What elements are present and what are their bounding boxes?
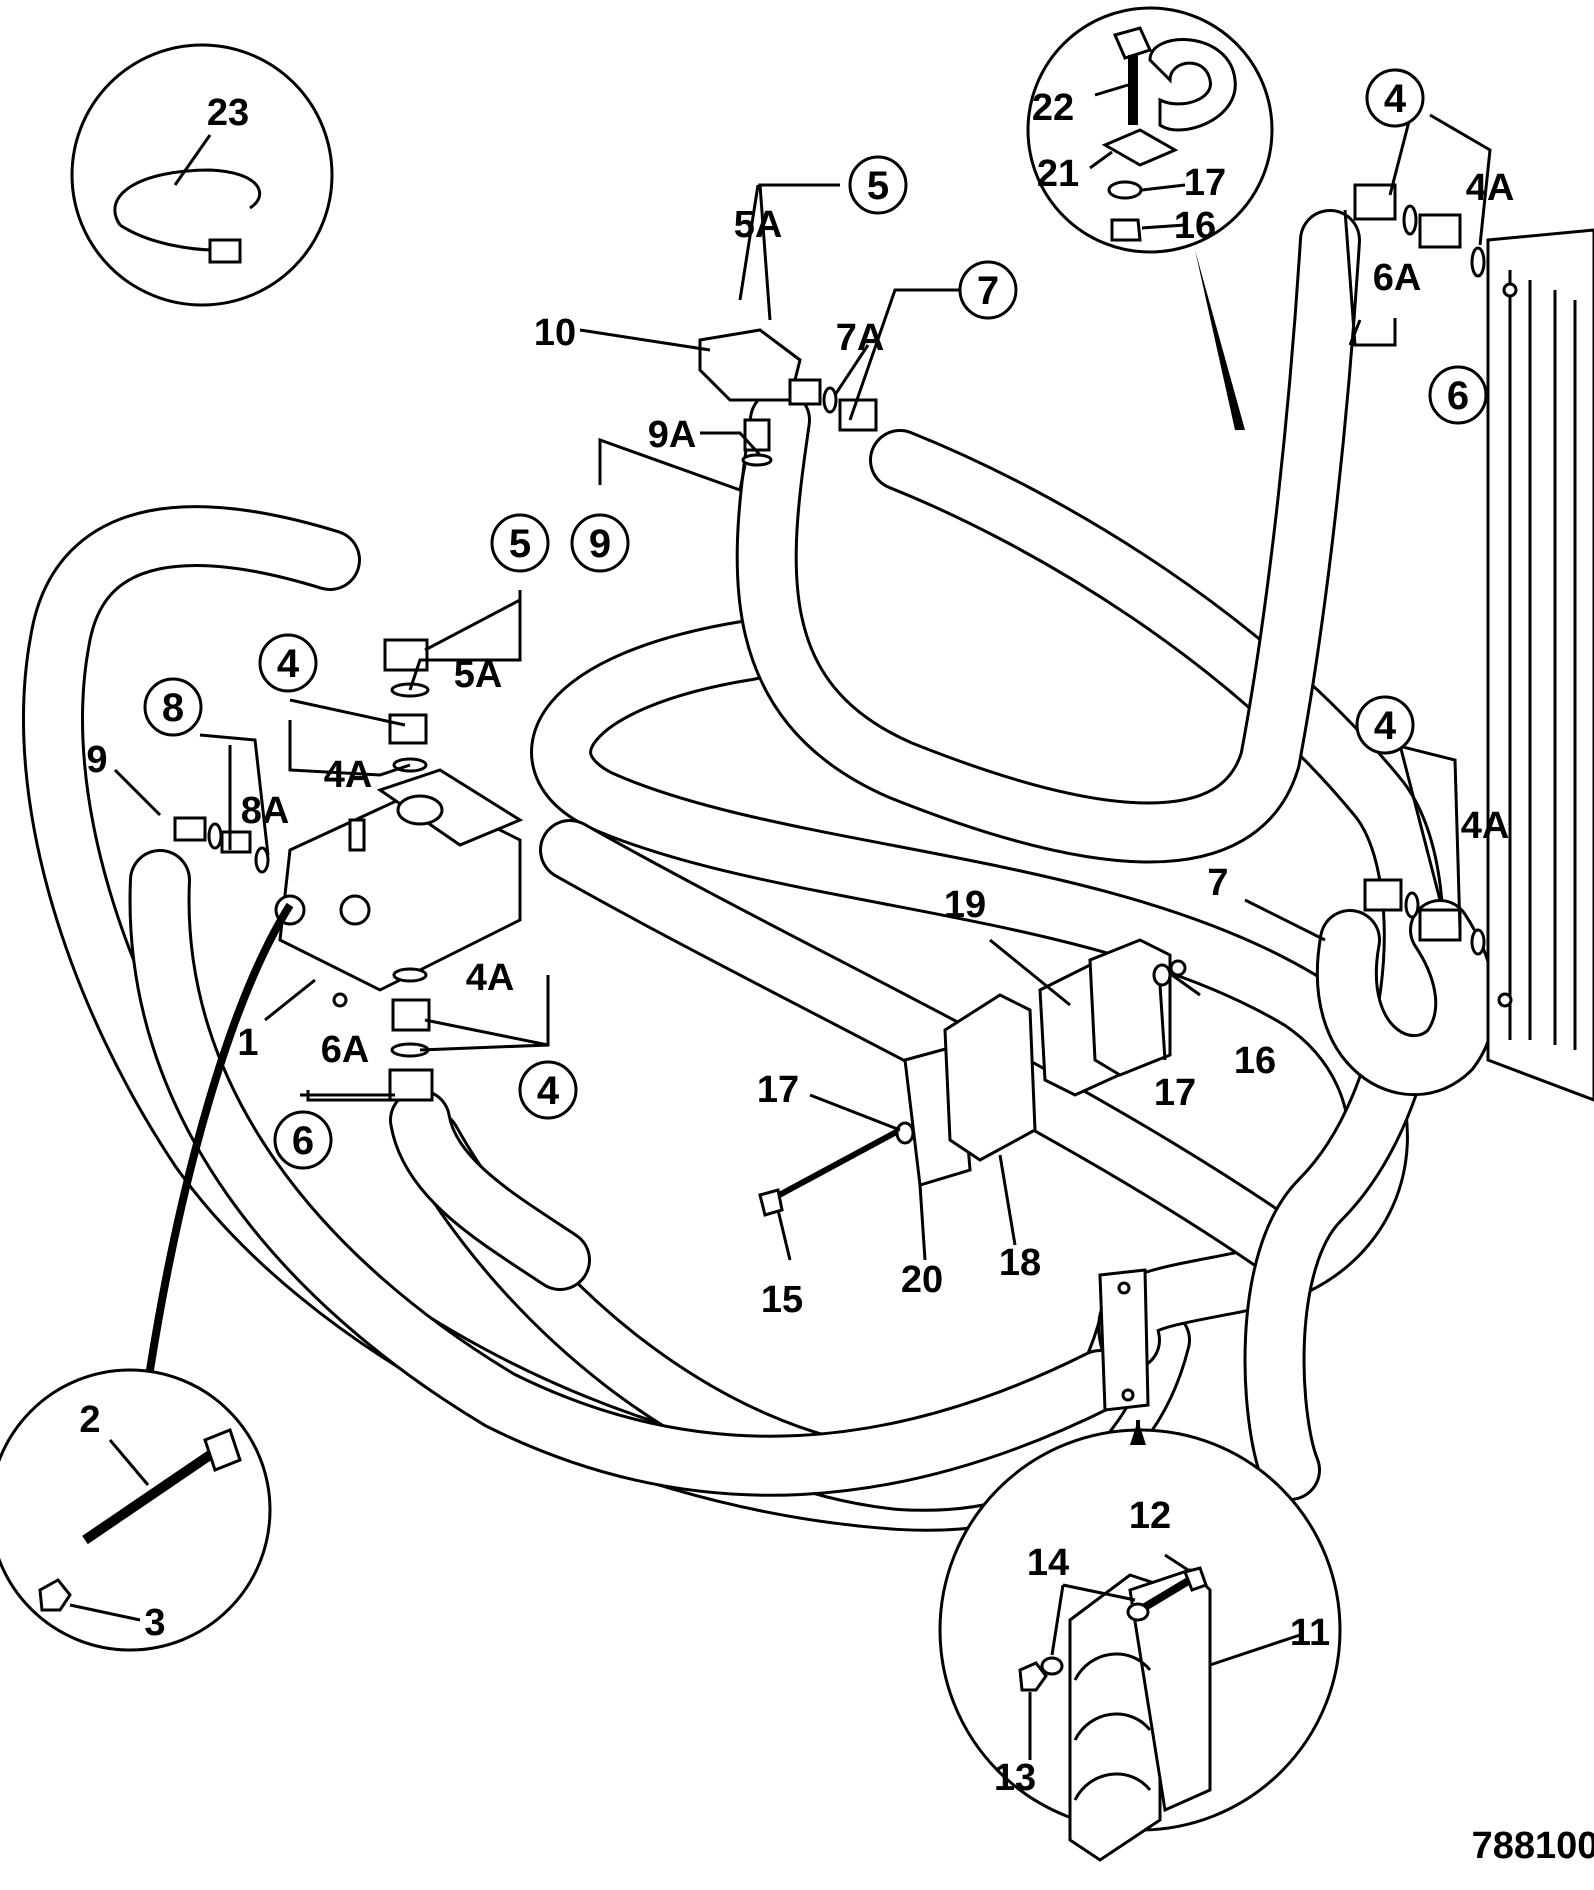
label-16-clamp: 16: [1234, 1040, 1276, 1082]
hose-left-return: [128, 849, 1131, 1497]
label-22: 22: [1032, 87, 1074, 129]
label-2: 2: [79, 1399, 100, 1441]
label-4a-mid-right: 4A: [1461, 805, 1510, 847]
label-5-pump: 5: [509, 522, 531, 566]
label-10: 10: [534, 312, 576, 354]
top-right-fittings: [1353, 183, 1486, 278]
hose-vertical-right: [735, 209, 1361, 864]
detail-circle-11-14: [938, 1428, 1342, 1862]
label-6a-pump: 6A: [321, 1029, 370, 1071]
label-23: 23: [207, 92, 249, 134]
label-15: 15: [761, 1279, 803, 1321]
label-17-clamp-right: 17: [1154, 1072, 1196, 1114]
hydraulic-pump: [274, 768, 524, 1008]
pump-upper-fittings: [383, 638, 430, 773]
label-16-detail: 16: [1174, 205, 1216, 247]
label-19: 19: [944, 884, 986, 926]
label-6-top-right: 6: [1447, 374, 1469, 418]
label-4a-pump-lower: 4A: [466, 957, 515, 999]
hose-pump-outlet: [389, 1089, 591, 1291]
label-8a: 8A: [241, 790, 290, 832]
label-17-clamp-left: 17: [757, 1069, 799, 1111]
radiator: [1486, 228, 1594, 1102]
label-4-pump-upper: 4: [277, 642, 300, 686]
label-21: 21: [1037, 153, 1079, 195]
clamp-assembly: [758, 938, 1187, 1217]
label-7a-top: 7A: [836, 317, 885, 359]
label-4-top-right: 4: [1384, 77, 1407, 121]
label-20: 20: [901, 1259, 943, 1301]
leader-lines: [113, 97, 1492, 1261]
label-4-pump-lower: 4: [537, 1069, 560, 1113]
clamp-half-19b: [1088, 938, 1172, 1077]
mid-right-fittings: [1363, 878, 1486, 956]
label-4a-pump-upper: 4A: [324, 754, 373, 796]
label-12: 12: [1129, 1495, 1171, 1537]
label-4a-top-right: 4A: [1466, 167, 1515, 209]
hose-center-tube: [539, 819, 1301, 1271]
detail-circle-2-3: [0, 1368, 272, 1652]
label-7-top: 7: [977, 269, 999, 313]
label-6-pump: 6: [292, 1119, 314, 1163]
label-9a-top: 9A: [648, 414, 697, 456]
label-5a-top: 5A: [734, 204, 783, 246]
hose-radiator-lower-loop: [1315, 899, 1497, 1097]
label-5a-pump: 5A: [454, 654, 503, 696]
hose-big-loop: [530, 619, 1409, 1371]
label-1: 1: [237, 1022, 258, 1064]
label-9-top: 9: [589, 522, 611, 566]
callouts-circled: 4 6 4 5 7 9 5 4 8 4 6: [143, 68, 1488, 1170]
label-14: 14: [1027, 1542, 1069, 1584]
label-7-right: 7: [1207, 862, 1228, 904]
label-6a-top-right: 6A: [1373, 257, 1422, 299]
pump-lower-fittings: [388, 967, 434, 1102]
top-tee-fitting: [698, 328, 878, 467]
label-5-top: 5: [867, 164, 889, 208]
triple-hose-clamp: [1098, 1268, 1150, 1412]
detail-circle-16-22: [1026, 6, 1274, 254]
label-18: 18: [999, 1242, 1041, 1284]
label-11: 11: [1290, 1612, 1330, 1654]
detail-circle-23: [70, 43, 334, 307]
clamp-half-18: [943, 993, 1037, 1162]
reference-number: 788100: [1472, 1825, 1594, 1867]
label-8: 8: [162, 686, 184, 730]
label-3: 3: [144, 1602, 165, 1644]
label-13: 13: [994, 1757, 1036, 1799]
callouts-plain: 4A 6A 4A 7 5A 7A 10 9A 5A 4A 8A 9 4A 6A …: [79, 87, 1594, 1867]
label-9-left: 9: [86, 739, 107, 781]
label-4-mid-right: 4: [1374, 704, 1397, 748]
detail-pointers: [146, 250, 1245, 1445]
label-17-detail: 17: [1184, 162, 1226, 204]
